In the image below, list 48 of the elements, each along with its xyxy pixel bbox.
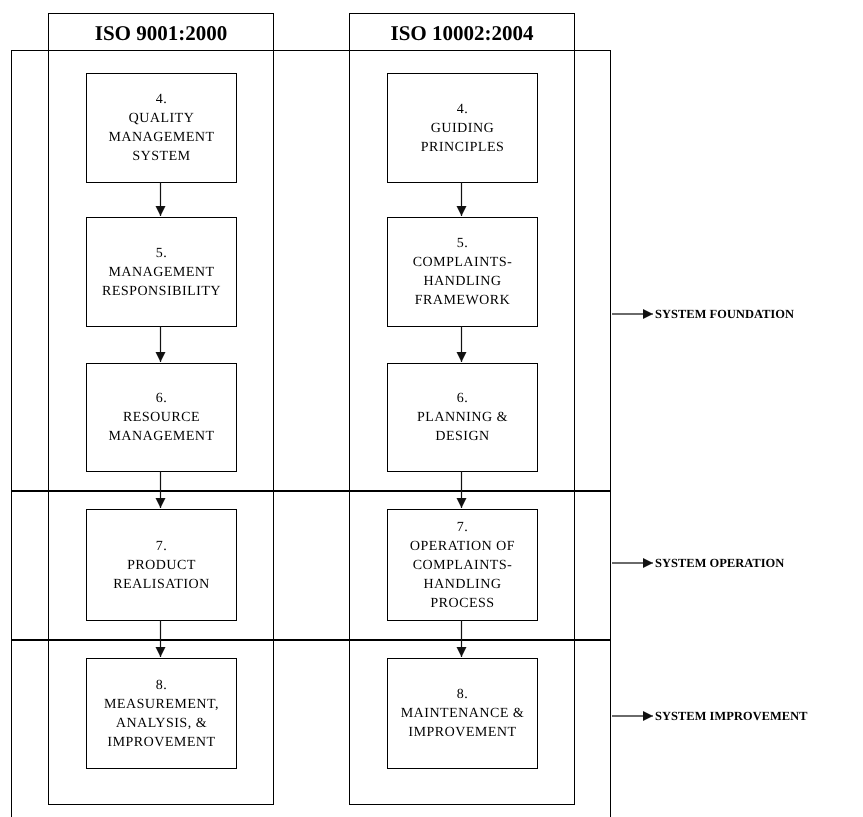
step-number: 8. [156, 676, 168, 694]
arrow [156, 620, 166, 657]
step-number: 7. [156, 538, 168, 556]
step-title: MEASUREMENT, ANALYSIS, & IMPROVEMENT [102, 696, 220, 752]
step-title: OPERATION OF COMPLAINTS-HANDLING PROCESS [408, 538, 516, 612]
step-title: COMPLAINTS-HANDLING FRAMEWORK [412, 254, 514, 310]
step-title: PLANNING & DESIGN [416, 409, 509, 446]
process-box [387, 73, 538, 183]
step-title: MAINTENANCE & IMPROVEMENT [400, 705, 526, 742]
phase-label: SYSTEM FOUNDATION [655, 305, 860, 323]
step-number: 5. [456, 235, 468, 253]
arrow [156, 326, 166, 362]
step-number: 5. [156, 244, 168, 262]
arrow [456, 471, 466, 508]
step-number: 6. [156, 390, 168, 408]
column-frame [48, 13, 274, 805]
step-number: 7. [456, 518, 468, 536]
process-box [387, 363, 538, 472]
step-number: 4. [156, 91, 168, 109]
column-frame [349, 13, 575, 805]
arrow [156, 182, 166, 216]
process-box [86, 509, 237, 621]
step-title: PRODUCT REALISATION [112, 556, 211, 594]
arrow [156, 471, 166, 508]
step-title: MANAGEMENT RESPONSIBILITY [100, 264, 222, 300]
arrow [612, 309, 653, 319]
process-box [86, 73, 237, 183]
column-heading: ISO 10002:2004 [390, 20, 534, 46]
step-title: GUIDING PRINCIPLES [420, 120, 506, 156]
process-box [387, 509, 538, 621]
step-number: 4. [456, 100, 468, 118]
process-box [86, 217, 237, 327]
arrow [612, 711, 653, 721]
step-title: QUALITY MANAGEMENT SYSTEM [107, 110, 216, 166]
process-box [86, 363, 237, 472]
process-box [387, 217, 538, 327]
phase-label: SYSTEM OPERATION [655, 554, 860, 572]
arrow [612, 558, 653, 568]
arrow [456, 326, 466, 362]
step-number: 8. [456, 686, 468, 704]
step-number: 6. [456, 390, 468, 408]
arrow [456, 182, 466, 216]
process-box [86, 658, 237, 769]
process-box [387, 658, 538, 769]
column-heading: ISO 9001:2000 [94, 20, 228, 46]
step-title: RESOURCE MANAGEMENT [107, 409, 216, 446]
arrow [456, 620, 466, 657]
phase-label: SYSTEM IMPROVEMENT [655, 707, 860, 725]
